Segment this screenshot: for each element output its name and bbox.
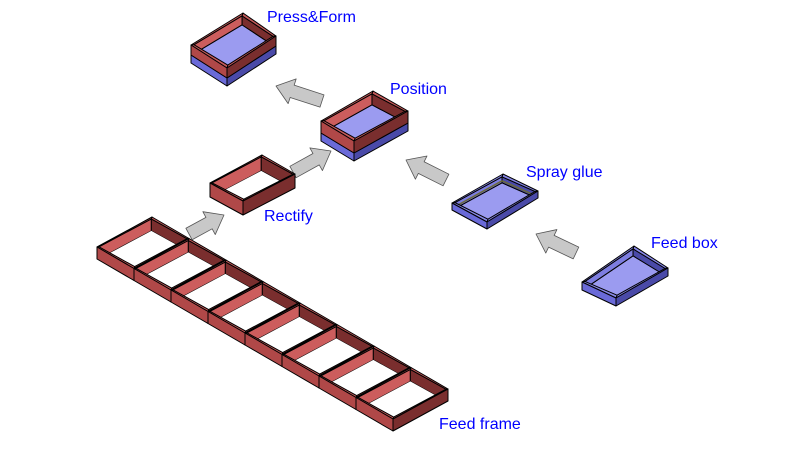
label-spray-glue: Spray glue <box>526 164 603 181</box>
press-form-stack <box>190 12 277 87</box>
arrow-feed-frame-to-rectify <box>185 211 225 241</box>
label-feed-frame: Feed frame <box>439 416 521 433</box>
feed-box-tray-outer-wall-right <box>615 267 669 307</box>
position-red-lid-outer-wall-right <box>353 110 409 154</box>
press-form-red-lid-outer-wall-right <box>226 35 277 79</box>
rectify-frame <box>209 154 296 216</box>
arrow-rectify-to-position <box>289 147 332 179</box>
position-stack <box>320 90 409 162</box>
feed-frame-cell-outer-wall-right <box>392 388 449 432</box>
label-press-form: Press&Form <box>267 9 356 26</box>
feed-frame-cell <box>355 367 449 432</box>
spray-glue-tray-glue-line <box>454 180 503 208</box>
feed-frame-ladder <box>96 216 449 432</box>
feed-box <box>581 245 669 307</box>
spray-glue-tray-outer-wall-right <box>486 190 539 230</box>
arrow-feed-box-to-spray-glue <box>535 229 580 260</box>
spray-glue-tray-glue-line <box>501 180 536 197</box>
flow-arrows <box>185 78 580 260</box>
label-feed-box: Feed box <box>651 235 718 252</box>
label-position: Position <box>390 81 447 98</box>
rectify-frame-outer-wall-right <box>242 173 296 216</box>
arrow-spray-glue-to-position <box>405 155 450 187</box>
arrow-position-to-press-form <box>275 78 325 108</box>
label-rectify: Rectify <box>264 208 313 225</box>
spray-glue-box <box>451 173 539 230</box>
